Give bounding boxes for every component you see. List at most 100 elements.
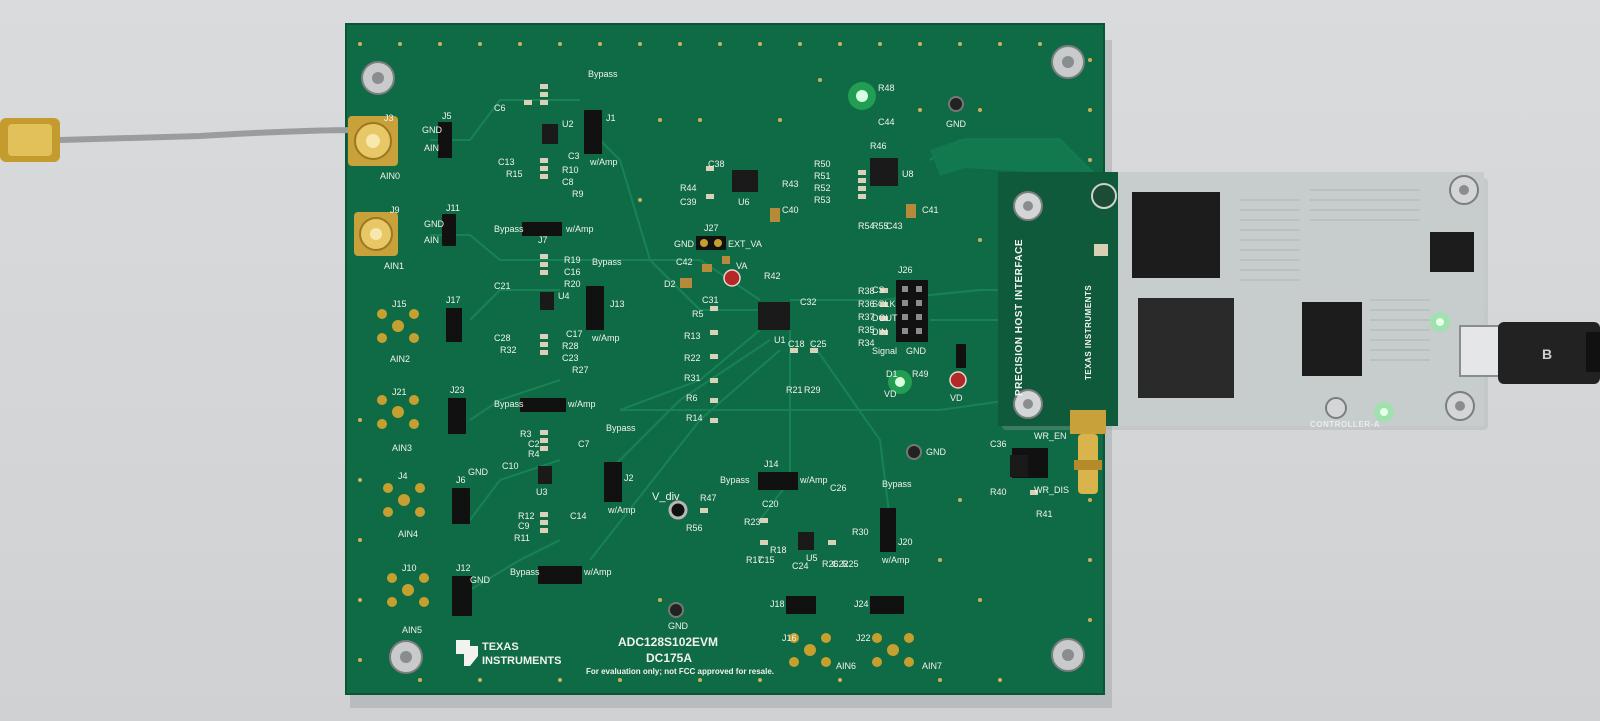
ref-c31: C31 [702, 295, 719, 305]
ref-c43: C43 [886, 221, 903, 231]
board-name: ADC128S102EVM [618, 635, 719, 649]
ref-r56: R56 [686, 523, 703, 533]
ref-c14: C14 [570, 511, 587, 521]
ref-j21: J21 [392, 387, 407, 397]
ref-r53: R53 [814, 195, 831, 205]
ref-r41: R41 [1036, 509, 1053, 519]
ref-c36: C36 [990, 439, 1007, 449]
input-footprints [377, 309, 914, 667]
ref-c20: C20 [762, 499, 779, 509]
ref-r38: R38 [858, 286, 875, 296]
ref-j22: J22 [856, 633, 871, 643]
label-bypass-j8: Bypass [510, 567, 540, 577]
j26-pins [902, 286, 922, 334]
ref-u6: U6 [738, 197, 750, 207]
ref-j1: J1 [606, 113, 616, 123]
label-wamp-j14: w/Amp [800, 475, 828, 485]
ref-r46: R46 [870, 141, 887, 151]
ref-c10: C10 [502, 461, 519, 471]
controller-side-label: CONTROLLER-A [1310, 420, 1380, 429]
ref-c2: C2 [528, 439, 540, 449]
label-gnd-tp-mid: GND [926, 447, 946, 457]
ref-c18: C18 [788, 339, 805, 349]
ref-u5: U5 [806, 553, 818, 563]
label-wamp-j20: w/Amp [882, 555, 910, 565]
ref-j13: J13 [610, 299, 625, 309]
label-wamp-j8: w/Amp [584, 567, 612, 577]
ref-r42: R42 [764, 271, 781, 281]
label-sclk: SCLK [872, 299, 896, 309]
label-ain6: AIN6 [836, 661, 857, 671]
ref-r26: R26 [822, 559, 839, 569]
ref-u1: U1 [774, 335, 786, 345]
ref-r35: R35 [858, 325, 875, 335]
ref-r43: R43 [782, 179, 799, 189]
ref-c28: C28 [494, 333, 511, 343]
ref-c6: C6 [494, 103, 506, 113]
label-signal: Signal [872, 346, 898, 356]
label-gnd-j26: GND [906, 346, 926, 356]
ref-r17: R17 [746, 555, 763, 565]
ref-j2: J2 [624, 473, 634, 483]
ref-j20: J20 [898, 537, 913, 547]
ref-c40: C40 [782, 205, 799, 215]
label-gnd-tp-top: GND [946, 119, 966, 129]
label-gnd-j27: GND [674, 239, 694, 249]
ref-r32: R32 [500, 345, 517, 355]
ref-c25: C25 [810, 339, 827, 349]
label-va: VA [736, 261, 748, 271]
ref-r40: R40 [990, 487, 1007, 497]
ref-r51: R51 [814, 171, 831, 181]
ref-c8: C8 [562, 177, 574, 187]
ref-j5: J5 [442, 111, 452, 121]
label-bypass-j14: Bypass [720, 475, 750, 485]
ref-j6: J6 [456, 475, 466, 485]
ref-c23: C23 [562, 353, 579, 363]
label-wamp-j13: w/Amp [592, 333, 620, 343]
ref-r29: R29 [804, 385, 821, 395]
ref-r5: R5 [692, 309, 704, 319]
controller-title: PRECISION HOST INTERFACE [1014, 238, 1025, 396]
board-rev: DC175A [646, 651, 693, 665]
ref-r28: R28 [562, 341, 579, 351]
ref-d2: D2 [664, 279, 676, 289]
ref-r27: R27 [572, 365, 589, 375]
ref-r48: R48 [878, 83, 895, 93]
label-bypass-j13: Bypass [592, 257, 622, 267]
label-wamp-j7: w/Amp [566, 224, 594, 234]
ref-u3: U3 [536, 487, 548, 497]
ti-logo [456, 640, 478, 666]
ref-r55: R55 [872, 221, 889, 231]
ref-r20: R20 [564, 279, 581, 289]
ref-r30: R30 [852, 527, 869, 537]
ref-c9: C9 [518, 521, 530, 531]
ref-r49: R49 [912, 369, 929, 379]
label-ain4: AIN4 [398, 529, 419, 539]
label-ain2: AIN2 [390, 354, 411, 364]
label-gnd-j11: GND [424, 219, 444, 229]
ref-r50: R50 [814, 159, 831, 169]
label-wr-en: WR_EN [1034, 431, 1067, 441]
ref-j27: J27 [704, 223, 719, 233]
ref-r21: R21 [786, 385, 803, 395]
ref-c44: C44 [878, 117, 895, 127]
controller-sma [1070, 410, 1106, 494]
label-gnd-j5: GND [422, 125, 442, 135]
usb-plug-label: B [1542, 346, 1553, 362]
ics [538, 124, 1028, 550]
ref-j10: J10 [402, 563, 417, 573]
ref-c26: C26 [830, 483, 847, 493]
label-ain1: AIN1 [384, 261, 405, 271]
ref-j12: J12 [456, 563, 471, 573]
ref-r52: R52 [814, 183, 831, 193]
ref-d1: D1 [886, 369, 898, 379]
ref-r36: R36 [858, 299, 875, 309]
ref-r22: R22 [684, 353, 701, 363]
coax-cable [0, 127, 361, 143]
ref-c7: C7 [578, 439, 590, 449]
ref-j11: J11 [446, 203, 460, 213]
ref-u8: U8 [902, 169, 914, 179]
ref-r4: R4 [528, 449, 540, 459]
label-bypass-j20: Bypass [882, 479, 912, 489]
